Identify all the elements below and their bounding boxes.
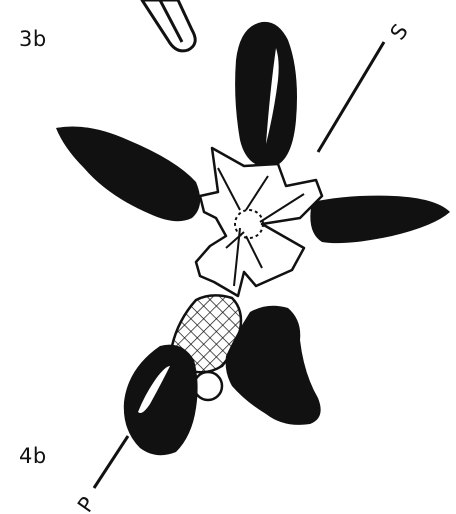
petal-right	[310, 196, 450, 244]
p-axis-line	[94, 436, 128, 488]
petal-top	[235, 22, 297, 168]
s-axis-line	[318, 42, 384, 152]
stalk-fragment	[142, 0, 195, 51]
lower-white-knob	[194, 372, 222, 400]
petal-left	[56, 127, 200, 222]
petal-lower-left	[124, 345, 198, 456]
s-axis-label: S	[386, 20, 413, 45]
p-axis-label: P	[73, 493, 100, 514]
central-corolla	[196, 148, 322, 296]
